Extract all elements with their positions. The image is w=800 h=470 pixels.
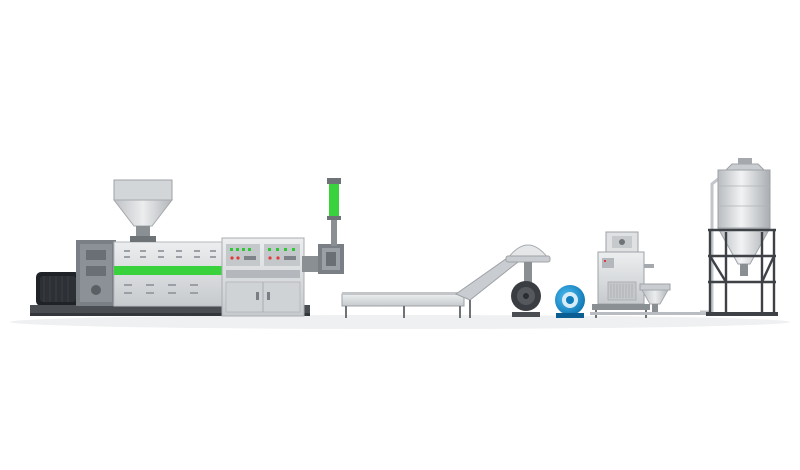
extruder-base-frame: [30, 305, 310, 315]
control-cabinet: [221, 237, 305, 317]
storage-silo: [706, 158, 778, 316]
pelletizer: [592, 231, 654, 318]
floor-shadow: [10, 315, 790, 329]
centrifugal-fan: [505, 244, 551, 317]
conveyor: [454, 255, 519, 318]
gearbox: [76, 240, 116, 306]
blower: [555, 285, 585, 318]
screen-changer: [302, 178, 344, 274]
dewatering-unit: [639, 283, 671, 314]
extruder-barrel: [113, 241, 225, 307]
feed-hopper: [112, 179, 174, 242]
extruder-green-stripe: [114, 266, 224, 275]
water-tank: [341, 292, 465, 318]
